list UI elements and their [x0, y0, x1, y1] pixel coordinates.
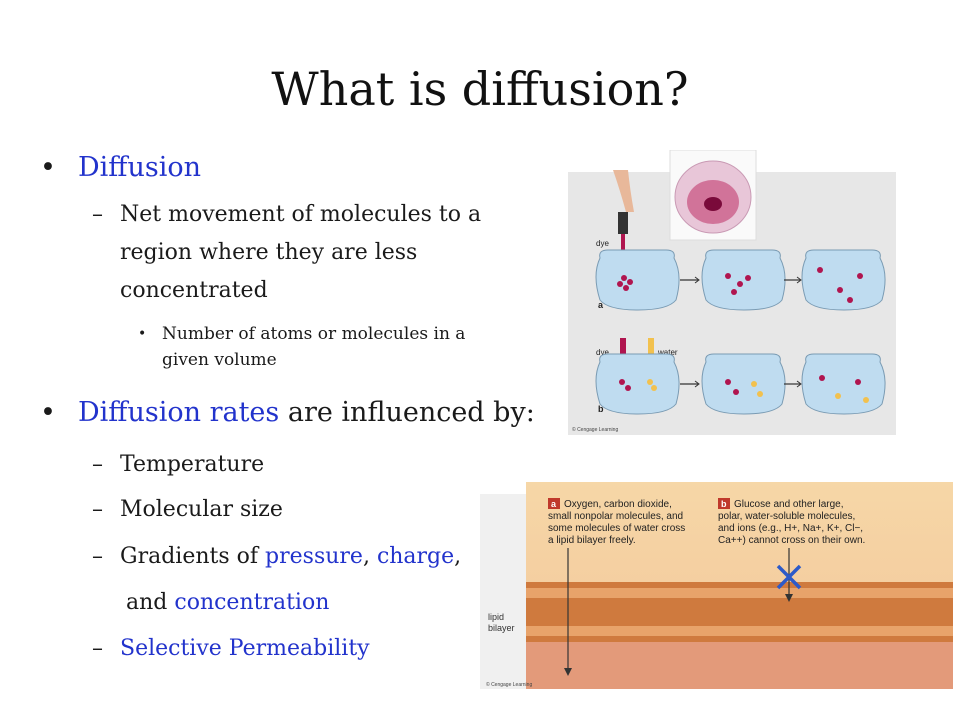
- lipid-label-2: bilayer: [488, 623, 515, 633]
- jar-icon: [595, 353, 680, 415]
- arrowhead-icon: [796, 380, 802, 388]
- gradients-comma-1: ,: [362, 544, 377, 569]
- box-a-line-4: a lipid bilayer freely.: [548, 535, 636, 546]
- gradients-charge: charge: [376, 544, 455, 569]
- crossing-arrowhead-icon: [564, 668, 572, 676]
- label-panel: [480, 494, 526, 689]
- petri-dish-dye-center: [704, 197, 722, 211]
- figure-bottom-credit: © Cengage Learning: [486, 681, 532, 688]
- gradients-concentration: concentration: [174, 590, 330, 615]
- dye-vial-icon: [620, 338, 626, 358]
- dropper-tip-icon: [621, 234, 625, 256]
- membrane-head-layer: [526, 588, 953, 598]
- definition-line-2: region where they are less: [120, 240, 418, 265]
- item-molecular-size-label: Molecular size: [120, 497, 283, 522]
- membrane-head-layer: [526, 626, 953, 636]
- concentration-line-1: Number of atoms or molecules in a: [162, 324, 466, 344]
- label-a: a: [598, 300, 604, 310]
- bullet-marker: •: [40, 397, 56, 428]
- arrowhead-icon: [694, 380, 700, 388]
- box-b-line-1: Glucose and other large,: [734, 499, 844, 510]
- item-selective-permeability-label: Selective Permeability: [120, 636, 370, 661]
- arrowhead-icon: [694, 276, 700, 284]
- item-temperature-label: Temperature: [120, 452, 265, 477]
- water-vial-icon: [648, 338, 654, 358]
- label-dye-b: dye: [596, 348, 609, 357]
- bullet-marker: •: [138, 326, 147, 342]
- dash-marker: –: [92, 497, 103, 522]
- item-gradients-text: Gradients of pressure, charge,: [120, 538, 461, 576]
- box-a-letter: a: [551, 499, 557, 509]
- box-b-line-4: Ca++) cannot cross on their own.: [718, 535, 865, 546]
- hand-icon: [613, 170, 634, 212]
- arrowhead-icon: [796, 276, 802, 284]
- jar-icon: [701, 353, 786, 415]
- gradients-and: and: [126, 590, 175, 615]
- diffusion-beakers-figure: dye a dye water b © Cengage Learning: [568, 150, 896, 435]
- dash-marker: –: [92, 202, 103, 227]
- blocked-arrowhead-icon: [785, 594, 793, 602]
- concentration-line-2: given volume: [162, 350, 277, 370]
- jar-icon: [801, 249, 886, 311]
- box-b-line-2: polar, water-soluble molecules,: [718, 511, 855, 522]
- dash-marker: –: [92, 452, 103, 477]
- blocked-x-icon: [776, 564, 802, 590]
- label-b: b: [598, 404, 604, 414]
- label-dye-a: dye: [596, 239, 609, 248]
- diffusion-rates-highlight: Diffusion rates: [78, 397, 280, 428]
- box-a-marker: [548, 498, 560, 509]
- definition-line-3: concentrated: [120, 278, 268, 303]
- box-b-line-3: and ions (e.g., H+, Na+, K+, Cl−,: [718, 523, 863, 534]
- slide-title: What is diffusion?: [271, 62, 689, 116]
- item-gradients-line-2: and concentration: [126, 584, 329, 622]
- dash-marker: –: [92, 636, 103, 661]
- definition-line-1: Net movement of molecules to a: [120, 202, 482, 227]
- dash-marker: –: [92, 544, 103, 569]
- label-water: water: [657, 348, 678, 357]
- box-b-letter: b: [721, 499, 727, 509]
- jar-icon: [801, 353, 886, 415]
- bullet-diffusion-label: Diffusion: [78, 152, 201, 183]
- jar-icon: [595, 249, 680, 311]
- box-a-line-2: small nonpolar molecules, and: [548, 511, 683, 522]
- box-a-line-1: Oxygen, carbon dioxide,: [564, 499, 672, 510]
- cytoplasm-area: [526, 642, 953, 689]
- lipid-bilayer-figure: a Oxygen, carbon dioxide, small nonpolar…: [480, 482, 953, 689]
- diffusion-rates-rest: are influenced by:: [279, 397, 535, 428]
- box-a-line-3: some molecules of water cross: [548, 523, 685, 534]
- figure-credit: © Cengage Learning: [572, 426, 618, 433]
- lipid-label-1: lipid: [488, 612, 504, 622]
- gradients-comma-2: ,: [454, 544, 462, 569]
- jar-row-a: [595, 249, 886, 311]
- jar-row-b: [595, 353, 886, 415]
- jar-icon: [701, 249, 786, 311]
- gradients-prefix: Gradients of: [120, 544, 266, 569]
- dropper-bulb-icon: [618, 212, 628, 234]
- bullet-diffusion-rates-text: Diffusion rates are influenced by:: [78, 397, 535, 428]
- box-b-marker: [718, 498, 730, 509]
- gradients-pressure: pressure: [265, 544, 363, 569]
- bullet-marker: •: [40, 152, 56, 183]
